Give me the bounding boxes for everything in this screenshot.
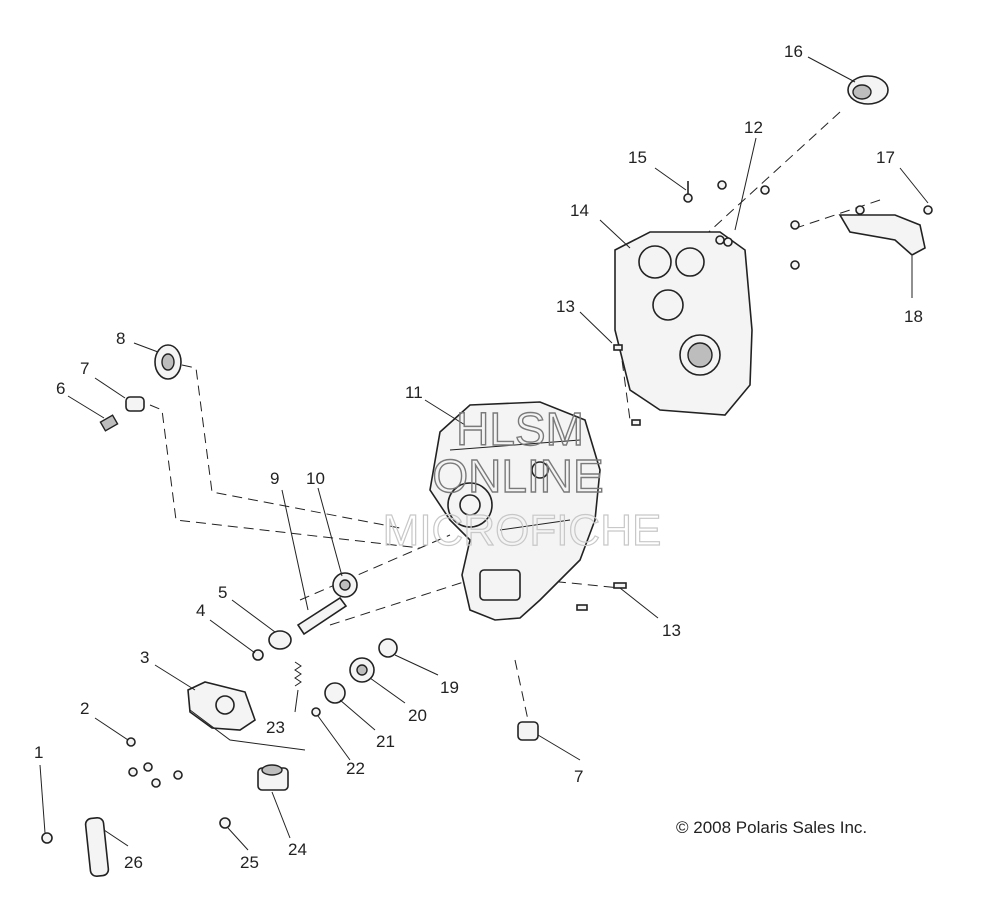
watermark-line-2: ONLINE: [432, 450, 603, 502]
watermark-line-1: HLSM: [456, 403, 584, 455]
callout-21: 21: [376, 732, 395, 751]
callout-19: 19: [440, 678, 459, 697]
callout-25: 25: [240, 853, 259, 872]
callout-4: 4: [196, 601, 205, 620]
callout-14: 14: [570, 201, 589, 220]
bushing-7-lower: [517, 721, 539, 741]
link-plate-26: [84, 817, 110, 877]
bushing-7-upper: [125, 396, 145, 412]
copyright-notice: © 2008 Polaris Sales Inc.: [676, 818, 867, 837]
callout-8: 8: [116, 329, 125, 348]
callout-7-upper: 7: [80, 359, 89, 378]
clip-25: [219, 817, 231, 829]
assembly-dash-lines: [149, 111, 881, 721]
gear-19: [378, 638, 398, 658]
callout-20: 20: [408, 706, 427, 725]
callout-3: 3: [140, 648, 149, 667]
watermark: HLSM ONLINE MICROFICHE: [382, 402, 662, 555]
nut-1: [41, 832, 53, 844]
callout-18: 18: [904, 307, 923, 326]
callout-1: 1: [34, 743, 43, 762]
callout-16: 16: [784, 42, 803, 61]
callout-5: 5: [218, 583, 227, 602]
callout-13-lower: 13: [662, 621, 681, 640]
ring-4: [252, 649, 264, 661]
washer-5: [268, 630, 292, 650]
callout-13-upper: 13: [556, 297, 575, 316]
callout-7-lower: 7: [574, 767, 583, 786]
callout-26: 26: [124, 853, 143, 872]
right-cover: [614, 231, 753, 416]
callout-15: 15: [628, 148, 647, 167]
shaft-and-gear: [296, 572, 358, 636]
callout-12: 12: [744, 118, 763, 137]
cover-3: [187, 681, 306, 751]
watermark-line-3: MICROFICHE: [383, 506, 662, 555]
callout-11: 11: [405, 383, 423, 402]
callout-22: 22: [346, 759, 365, 778]
callout-9: 9: [270, 469, 279, 488]
callout-labels: 1 2 3 4 5 6 7 7 8 9 10 11 12 13 13 14 15…: [34, 42, 923, 872]
callout-17: 17: [876, 148, 895, 167]
bolts: [126, 180, 933, 788]
ball-22: [311, 707, 321, 717]
leader-lines: [39, 56, 929, 851]
seal-16: [847, 75, 889, 105]
seal-8: [154, 344, 182, 380]
spring-23: [294, 661, 302, 687]
clip-6: [99, 414, 119, 432]
callout-23: 23: [266, 718, 285, 737]
callout-24: 24: [288, 840, 307, 859]
bracket: [838, 214, 926, 256]
callout-2: 2: [80, 699, 89, 718]
callout-6: 6: [56, 379, 65, 398]
gear-21: [324, 682, 346, 704]
callout-10: 10: [306, 469, 325, 488]
sensor-24: [257, 764, 289, 791]
transmission-case: [429, 401, 601, 621]
